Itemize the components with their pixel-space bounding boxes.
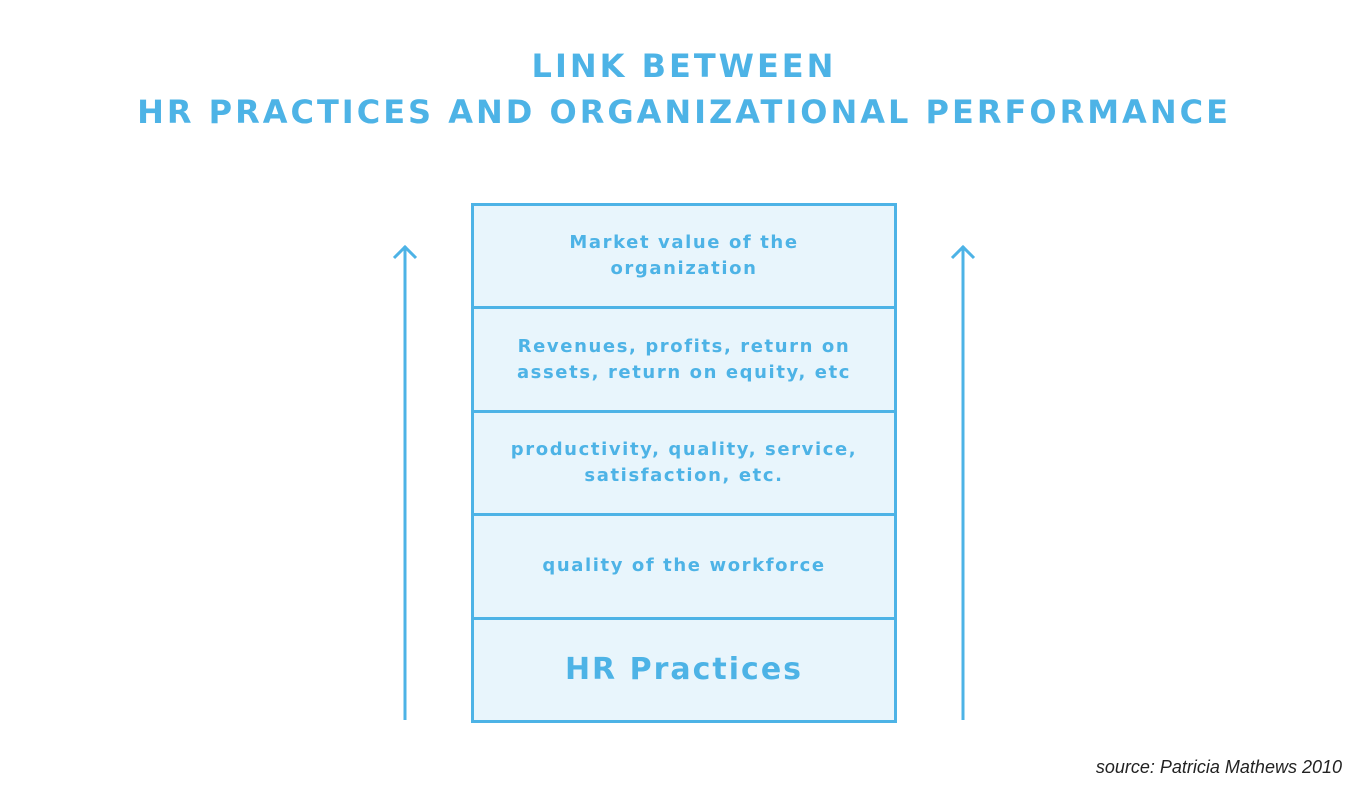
layer-operational-outcomes: productivity, quality, service, satisfac… <box>474 409 894 513</box>
layer-hr-practices: HR Practices <box>474 616 894 720</box>
layer-workforce-quality: quality of the workforce <box>474 513 894 616</box>
diagram-title-line-2: HR PRACTICES AND ORGANIZATIONAL PERFORMA… <box>137 93 1231 131</box>
performance-stack: Market value of the organization Revenue… <box>471 203 897 723</box>
arrow-up-icon <box>392 244 418 720</box>
diagram-title-line-1: LINK BETWEEN <box>531 47 837 85</box>
layer-market-value: Market value of the organization <box>569 232 799 280</box>
arrow-up-icon <box>950 244 976 720</box>
source-citation: source: Patricia Mathews 2010 <box>1095 757 1342 777</box>
layer-financial-results: Revenues, profits, return on assets, ret… <box>474 306 894 409</box>
